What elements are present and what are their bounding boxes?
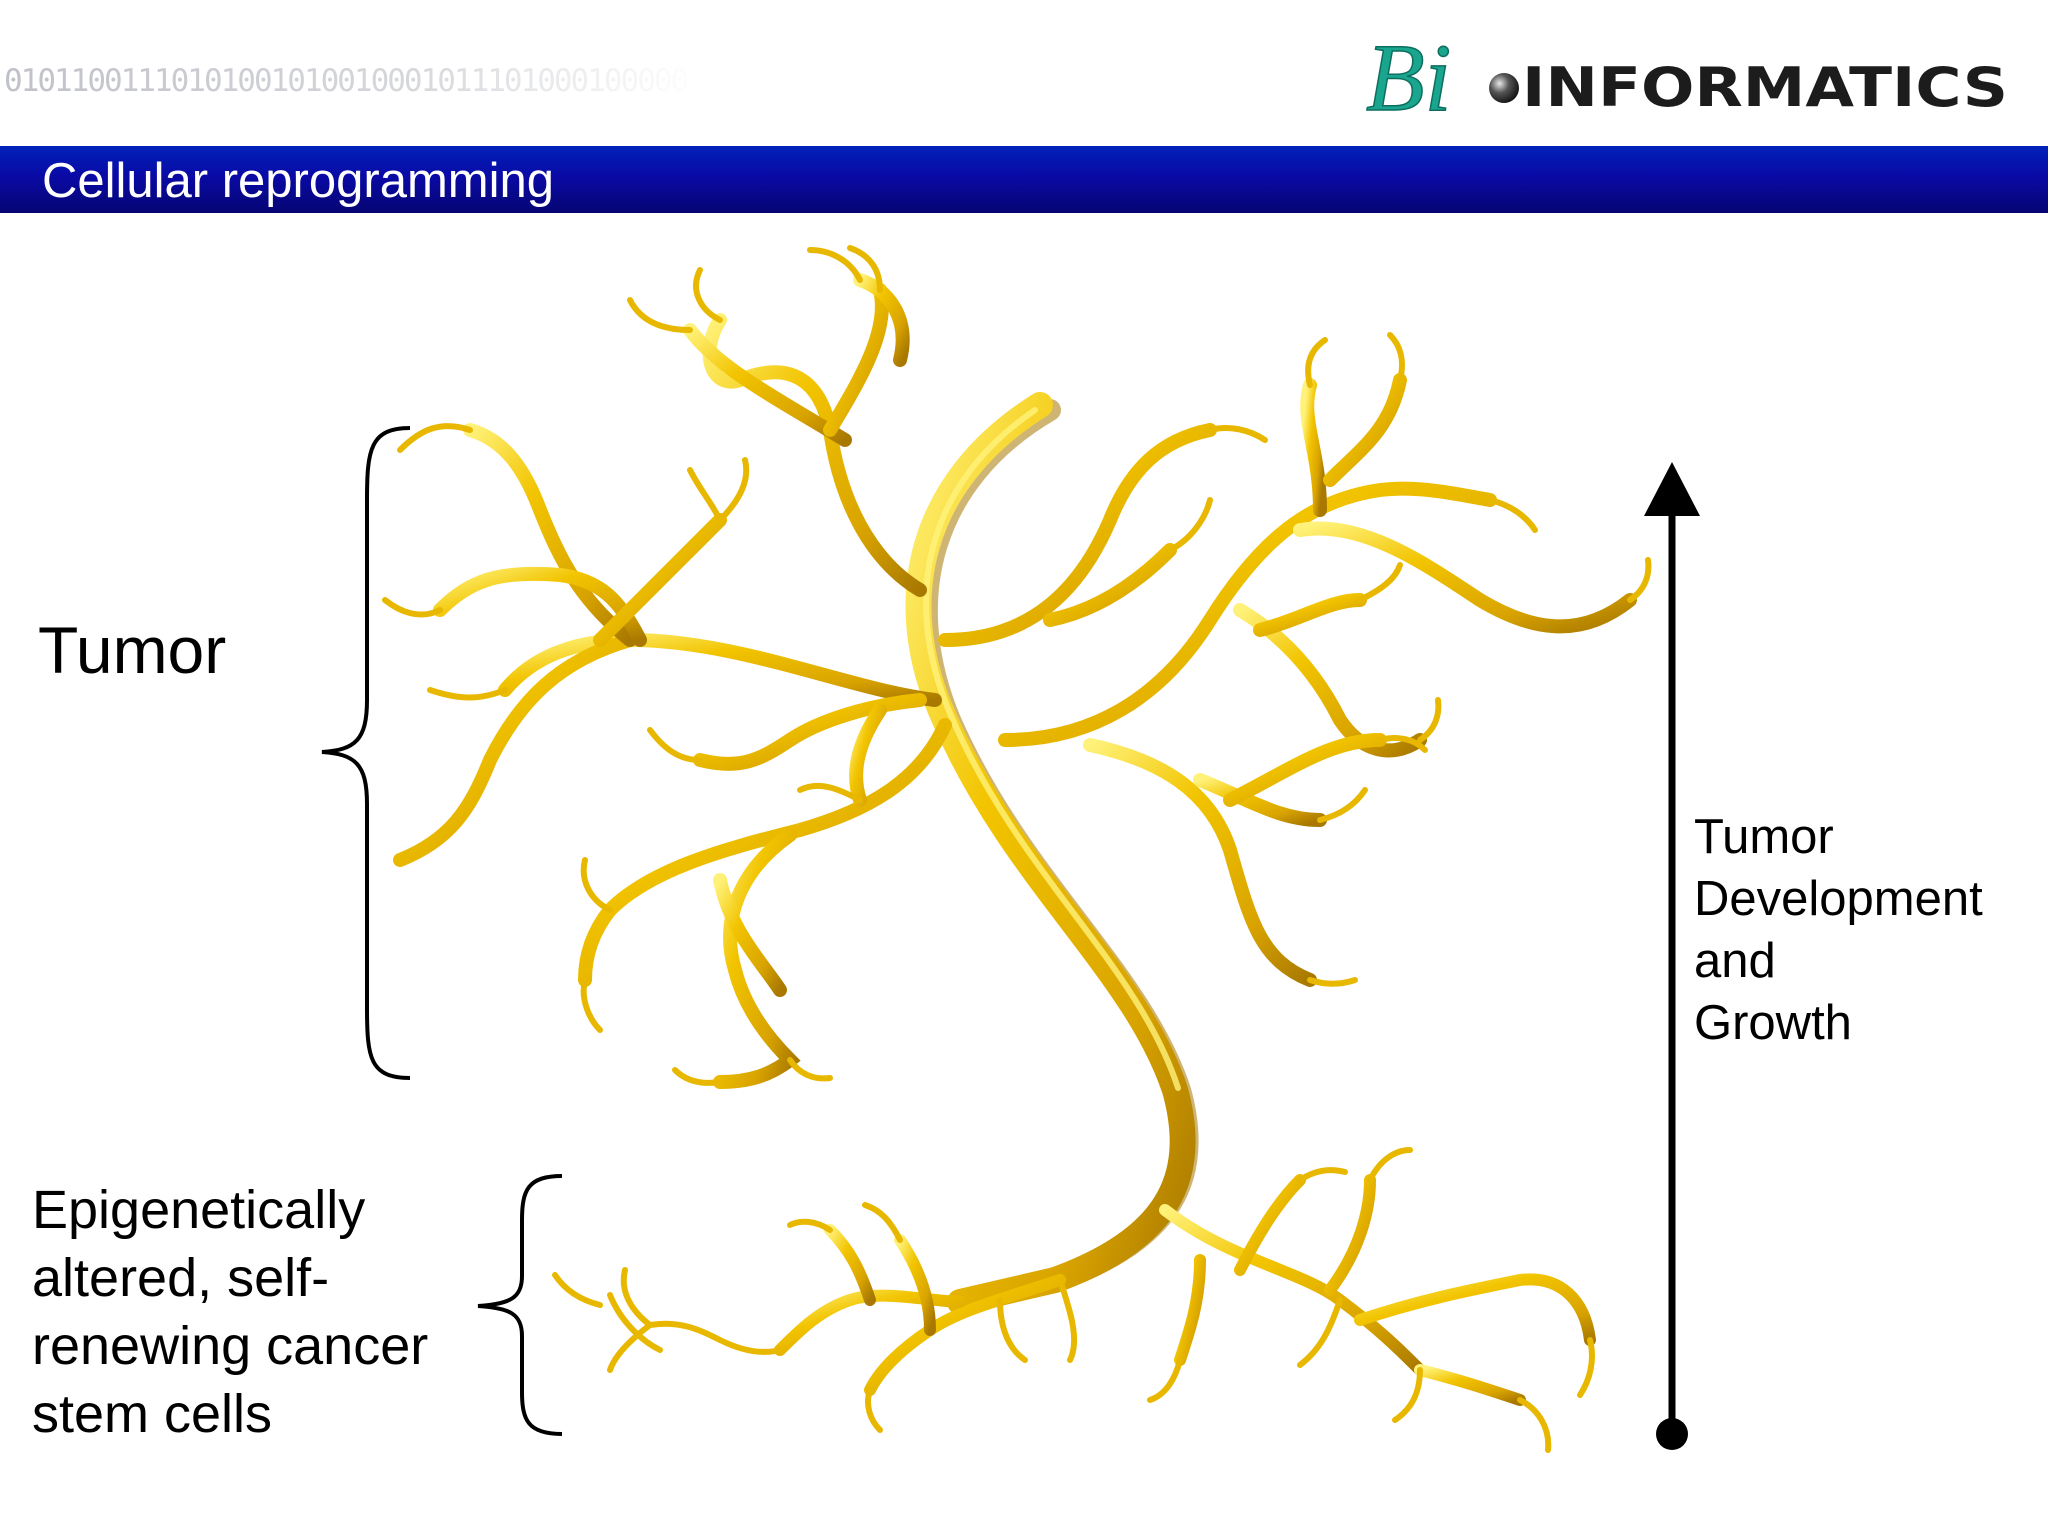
cancer-stem-cell-tree: [382, 245, 1652, 1453]
logo-suffix: INFORMATICS: [1522, 56, 2008, 119]
stem-cells-label-line: renewing cancer: [32, 1316, 429, 1376]
stem-cells-label-line: Epigenetically: [32, 1180, 366, 1240]
tumor-label: Tumor: [38, 613, 227, 687]
upper-twigs: [382, 245, 1652, 1086]
logo-sphere-icon: [1489, 73, 1519, 103]
root-branches: [774, 1174, 1596, 1406]
arrow-head-icon: [1644, 462, 1700, 516]
title-bar: Cellular reprogramming: [0, 146, 2048, 213]
stem-cells-label-line: altered, self-: [32, 1248, 330, 1308]
arrow-base-dot-icon: [1656, 1418, 1688, 1450]
growth-label-line: Tumor: [1694, 810, 1834, 864]
growth-label-line: Growth: [1694, 996, 1852, 1050]
stem-cells-label-line: stem cells: [32, 1384, 273, 1444]
trunk-highlight: [923, 407, 1181, 1091]
tree-trunk: [905, 392, 1196, 1315]
growth-label-line: Development: [1694, 872, 1983, 926]
tumor-brace: [321, 426, 411, 1080]
slide-title: Cellular reprogramming: [42, 154, 554, 208]
tree-shadow: [915, 399, 1199, 1311]
growth-label-line: and: [1694, 934, 1776, 988]
stem-cells-brace: [477, 1174, 563, 1436]
bioinformatics-logo: Bi INFORMATICS: [1365, 23, 2008, 132]
upper-branches: [393, 273, 1637, 1089]
root-twigs: [552, 1147, 1595, 1453]
growth-arrow: [1644, 462, 1700, 1450]
logo-prefix: Bi: [1366, 24, 1451, 131]
binary-code-background: 0101100111010100101001000101110100010000…: [0, 0, 700, 145]
binary-row: 0101100111010100101001000101110100010000…: [4, 63, 700, 99]
